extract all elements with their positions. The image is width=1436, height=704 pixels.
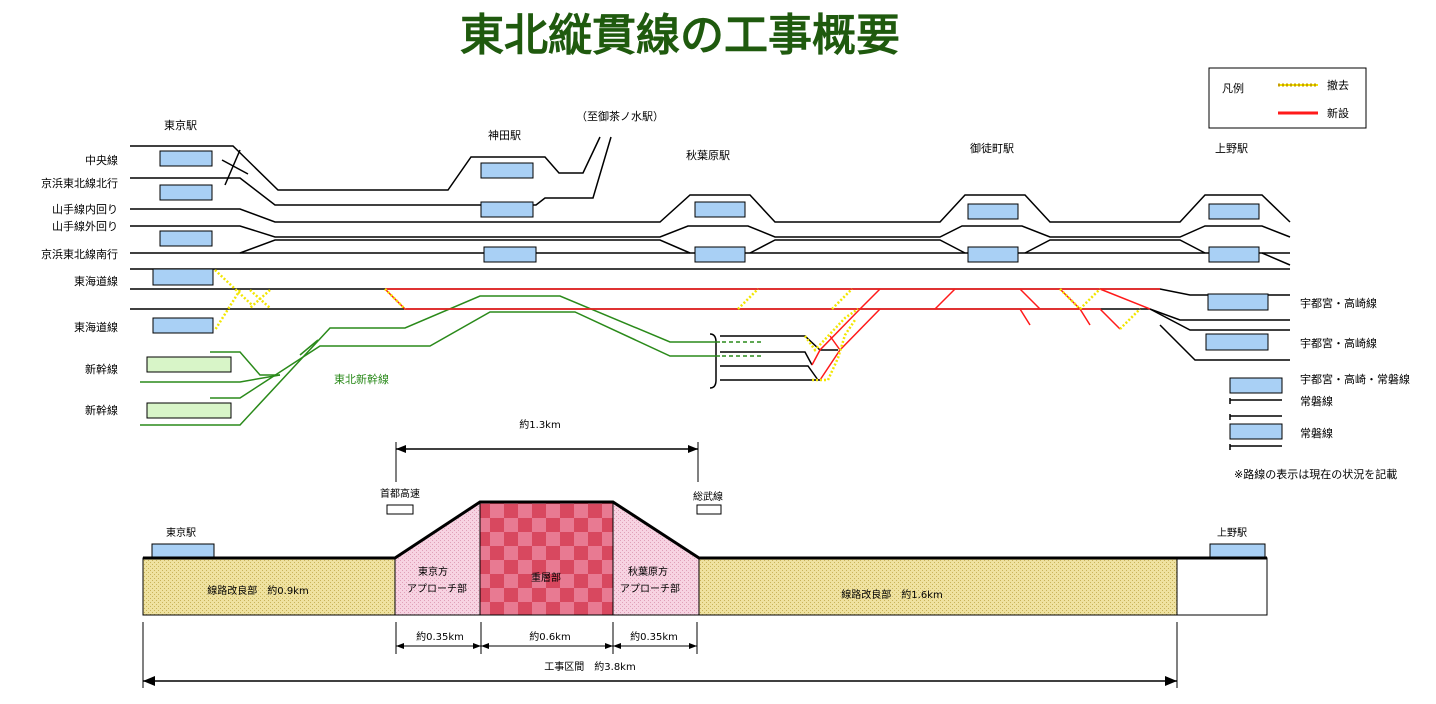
platform-kanda-1 (480, 162, 534, 179)
platform-ueno-5 (1229, 377, 1283, 394)
section-tokyo-approach (394, 501, 481, 616)
profile-ueno-platform (1209, 543, 1266, 558)
page-title: 東北縦貫線の工事概要 (460, 10, 900, 61)
platform-tokyo-2 (159, 184, 213, 201)
line-label-keihin-north: 京浜東北線北行 (41, 176, 118, 190)
line-label-utsunomiya-3: 宇都宮・高崎・常磐線 (1300, 372, 1410, 386)
platform-okachi-2 (967, 246, 1019, 263)
track-chuo (130, 136, 601, 191)
line-label-chuo: 中央線 (85, 153, 118, 167)
platform-tokyo-4 (152, 268, 214, 286)
line-label-tokaido-2: 東海道線 (74, 320, 118, 334)
section-viaduct (479, 501, 614, 616)
section-ueno-end (1176, 557, 1268, 616)
profile-ueno-label: 上野駅 (1217, 527, 1247, 539)
dim-left-label: 約0.35km (416, 630, 464, 643)
removed-tracks (213, 269, 1141, 382)
legend: 凡例 撤去 新設 (1208, 67, 1367, 129)
station-label-ochanomizu: （至御茶ノ水駅） (576, 109, 664, 123)
legend-heading: 凡例 (1222, 81, 1244, 95)
left-section-label: 線路改良部 約0.9km (207, 584, 308, 597)
dim-mid-label: 約0.6km (529, 630, 570, 643)
platform-akiba-2 (694, 246, 746, 263)
station-label-akihabara: 秋葉原駅 (686, 148, 730, 162)
akiba-approach-label-2: アプローチ部 (620, 582, 680, 595)
platform-shinkansen-1 (146, 356, 232, 373)
track-yamanote-inner (130, 194, 1291, 223)
left-line-labels: 中央線 京浜東北線北行 山手線内回り 山手線外回り 京浜東北線南行 東海道線 東… (41, 153, 389, 417)
line-label-joban-2: 常磐線 (1300, 426, 1333, 440)
tokyo-approach-label-2: アプローチ部 (407, 582, 467, 595)
right-line-labels: 宇都宮・高崎線 宇都宮・高崎線 宇都宮・高崎・常磐線 常磐線 常磐線 ※路線の表… (1234, 296, 1410, 481)
platform-tokyo-1 (159, 150, 213, 167)
track-yamanote-outer (130, 225, 1291, 238)
station-label-okachimachi: 御徒町駅 (970, 141, 1014, 155)
line-label-utsunomiya-2: 宇都宮・高崎線 (1300, 336, 1377, 350)
line-label-joban-1: 常磐線 (1300, 394, 1333, 408)
platform-ueno-4 (1205, 333, 1269, 351)
platform-kanda-3 (483, 246, 537, 263)
profile-tokyo-platform (151, 543, 215, 558)
platform-akiba-1 (694, 201, 746, 218)
profile-tokyo-label: 東京駅 (166, 526, 196, 539)
shuto-expressway-box (386, 504, 414, 515)
platform-ueno-3 (1207, 293, 1269, 311)
line-label-yamanote-inner: 山手線内回り (52, 202, 118, 216)
new-tracks (384, 288, 1160, 381)
track-tokaido-2 (130, 308, 1290, 321)
station-label-kanda: 神田駅 (488, 128, 521, 142)
track-keihin-north (130, 136, 612, 206)
track-map (130, 136, 1291, 450)
right-section-label: 線路改良部 約1.6km (841, 588, 942, 601)
platform-shinkansen-2 (146, 402, 232, 419)
viaduct-label: 重層部 (531, 571, 561, 584)
platform-ueno-2 (1208, 246, 1260, 263)
station-label-ueno: 上野駅 (1215, 142, 1248, 155)
platform-ueno-1 (1208, 203, 1260, 220)
line-label-utsunomiya-1: 宇都宮・高崎線 (1300, 296, 1377, 310)
legend-remove-label: 撤去 (1327, 78, 1349, 92)
line-label-tokaido-1: 東海道線 (74, 274, 118, 288)
platform-kanda-2 (480, 201, 534, 218)
tokyo-approach-label-1: 東京方 (418, 565, 448, 578)
station-label-tokyo: 東京駅 (164, 118, 197, 132)
sobu-line-box (696, 504, 722, 515)
section-akiba-approach (612, 501, 700, 616)
akiba-approach-label-1: 秋葉原方 (628, 565, 668, 578)
sobu-line-label: 総武線 (693, 490, 723, 503)
tohoku-shinkansen-track (140, 295, 762, 426)
line-label-keihin-south: 京浜東北線南行 (41, 247, 118, 261)
line-label-yamanote-outer: 山手線外回り (52, 219, 118, 233)
section-profile: 約1.3km 首都高速 総武線 東京駅 上野駅 線路改良部 約0.9km 東京方… (142, 418, 1268, 688)
route-note: ※路線の表示は現在の状況を記載 (1234, 467, 1397, 481)
line-label-shinkansen-2: 新幹線 (85, 403, 118, 417)
platform-tokyo-5 (152, 317, 214, 334)
span-1-3km-label: 約1.3km (519, 418, 560, 431)
platform-tokyo-3 (159, 230, 213, 247)
platform-ueno-6 (1229, 423, 1283, 440)
section-right-improvement (698, 557, 1178, 616)
shuto-expressway-label: 首都高速 (380, 487, 420, 500)
legend-new-label: 新設 (1327, 106, 1349, 120)
dim-right-label: 約0.35km (630, 630, 678, 643)
station-platforms (146, 150, 1283, 440)
line-label-tohoku-shinkansen: 東北新幹線 (334, 372, 389, 386)
total-section-label: 工事区間 約3.8km (544, 660, 635, 673)
line-label-shinkansen-1: 新幹線 (85, 362, 118, 376)
platform-okachi-1 (967, 203, 1019, 220)
